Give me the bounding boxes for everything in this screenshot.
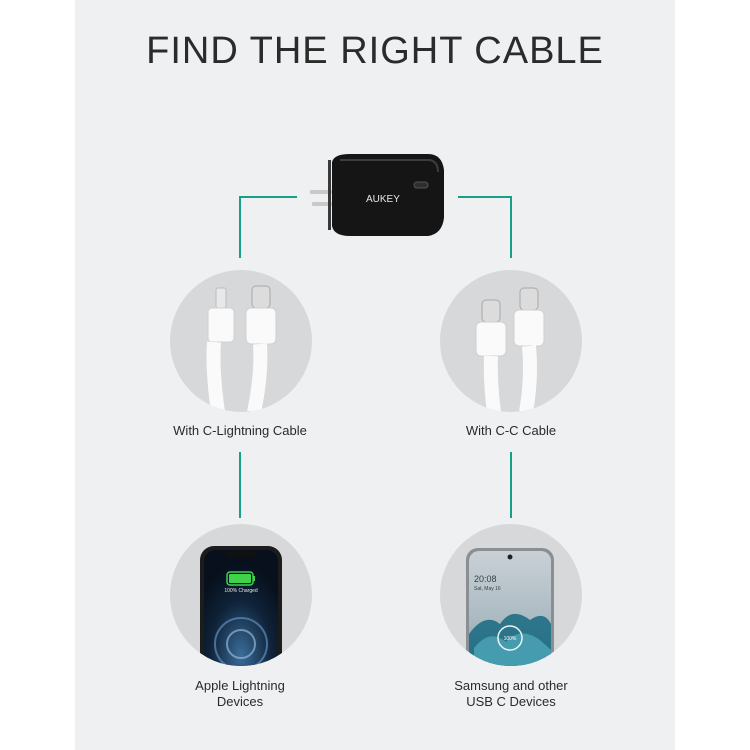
c-c-cable-image bbox=[440, 270, 582, 412]
apple-devices-label: Apple Lightning Devices bbox=[130, 678, 350, 710]
phone-time-text: 20:08 bbox=[474, 574, 497, 584]
connector-left-lower bbox=[239, 452, 241, 518]
c-c-cable-label: With C-C Cable bbox=[465, 423, 557, 438]
connector-left-vertical bbox=[239, 196, 241, 258]
usb-c-charger-image: AUKEY bbox=[310, 150, 450, 245]
c-lightning-cable-image bbox=[170, 270, 312, 412]
apple-devices-label-line2: Devices bbox=[216, 694, 264, 709]
phone-charged-text: 100% Charged bbox=[224, 588, 258, 594]
c-lightning-cable-label: With C-Lightning Cable bbox=[173, 423, 307, 438]
connector-left-horizontal bbox=[239, 196, 297, 198]
background-panel bbox=[75, 0, 675, 750]
iphone-image: 100% Charged bbox=[170, 524, 312, 666]
phone-date-text: Sat, May 16 bbox=[474, 586, 501, 592]
charger-brand-text: AUKEY bbox=[366, 194, 400, 205]
phone-percent-text: 100% bbox=[504, 636, 517, 642]
apple-devices-label-line1: Apple Lightning bbox=[195, 678, 285, 693]
connector-right-horizontal bbox=[458, 196, 512, 198]
connector-right-lower bbox=[510, 452, 512, 518]
samsung-devices-label-line2: USB C Devices bbox=[466, 694, 556, 709]
samsung-devices-label-line1: Samsung and other bbox=[454, 678, 568, 693]
page-title: FIND THE RIGHT CABLE bbox=[146, 30, 604, 72]
samsung-phone-image: 20:08 Sat, May 16 100% bbox=[440, 524, 582, 666]
samsung-devices-label: Samsung and other USB C Devices bbox=[401, 678, 621, 710]
connector-right-vertical bbox=[510, 196, 512, 258]
